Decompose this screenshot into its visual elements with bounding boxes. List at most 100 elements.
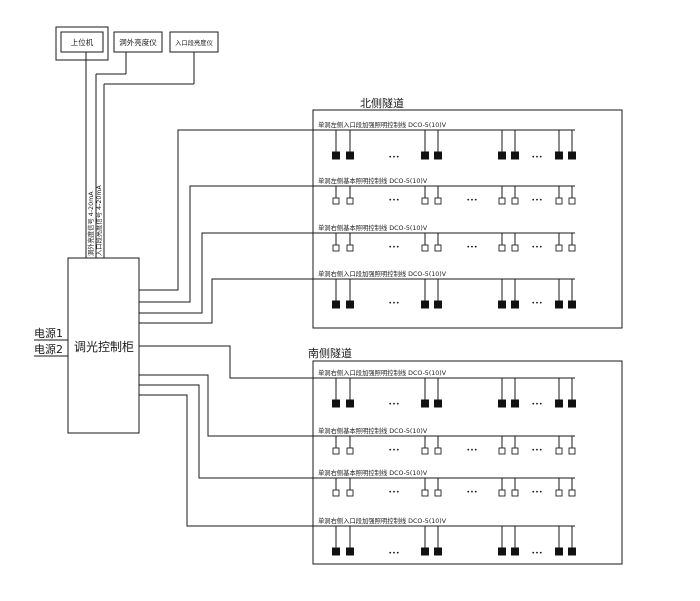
- ellipsis-left: •••: [388, 197, 399, 204]
- enhanced-lamp-icon: [332, 151, 340, 160]
- ellipsis-mid: •••: [466, 489, 477, 496]
- ellipsis-mid: •••: [466, 244, 477, 251]
- basic-lamp-icon: [346, 447, 354, 455]
- enhanced-lamp-icon: [511, 300, 519, 309]
- controller-label: 调光控制柜: [74, 340, 134, 354]
- basic-lamp-icon: [568, 197, 576, 205]
- outside-meter-label: 洞外亮度仪: [119, 37, 157, 47]
- entrance-meter-label: 入口段亮度仪: [175, 38, 213, 47]
- line-label: 单洞右侧基本照明控制线 DCO-5(10)V: [318, 223, 428, 232]
- line-label: 单洞右侧基本照明控制线 DCO-5(10)V: [318, 468, 428, 477]
- enhanced-lamp-icon: [332, 547, 340, 556]
- enhanced-lamp-icon: [421, 151, 429, 160]
- south-line-1: 单洞右侧入口段加强照明控制线 DCO-5(10)V ••• •••: [313, 368, 576, 408]
- outside-signal-label: 洞外亮度信号 4-20mA: [86, 191, 95, 256]
- enhanced-lamp-icon: [555, 399, 563, 408]
- south-line-2: 单洞右侧基本照明控制线 DCO-5(10)V ••• ••• •••: [313, 426, 576, 455]
- enhanced-lamp-icon: [568, 151, 576, 160]
- entrance-signal-label: 入口段亮度信号 4-20mA: [94, 184, 103, 256]
- host-label: 上位机: [71, 37, 94, 47]
- south-line-4: 单洞右侧入口段加强照明控制线 DCO-5(10)V ••• •••: [313, 516, 576, 557]
- basic-lamp-icon: [434, 447, 442, 455]
- enhanced-lamp-icon: [498, 300, 506, 309]
- enhanced-lamp-icon: [434, 399, 442, 408]
- enhanced-lamp-icon: [568, 399, 576, 408]
- basic-lamp-icon: [511, 244, 519, 252]
- ellipsis-left: •••: [388, 300, 399, 307]
- basic-lamp-icon: [511, 447, 519, 455]
- enhanced-lamp-icon: [568, 300, 576, 309]
- power-source-2: 电源2: [34, 342, 63, 356]
- ellipsis-right: •••: [531, 244, 542, 251]
- ellipsis-right: •••: [531, 550, 542, 557]
- basic-lamp-icon: [511, 197, 519, 205]
- north-tunnel-title: 北侧隧道: [360, 96, 404, 110]
- enhanced-lamp-icon: [555, 547, 563, 556]
- basic-lamp-icon: [434, 197, 442, 205]
- enhanced-lamp-icon: [498, 547, 506, 556]
- line-label: 单洞右侧入口段加强照明控制线 DCO-5(10)V: [318, 516, 447, 525]
- basic-lamp-icon: [498, 244, 506, 252]
- north-line-2: 单洞左侧基本照明控制线 DCO-5(10)V ••• ••• •••: [313, 176, 576, 205]
- basic-lamp-icon: [498, 197, 506, 205]
- south-line-3: 单洞右侧基本照明控制线 DCO-5(10)V ••• ••• •••: [313, 468, 576, 497]
- south-tunnel-title: 南侧隧道: [308, 346, 352, 360]
- power-source-1: 电源1: [34, 326, 63, 340]
- power-inputs: 电源1 电源2: [34, 326, 68, 357]
- line-label: 单洞右侧入口段加强照明控制线 DCO-5(10)V: [318, 368, 447, 377]
- north-line-1: 单洞左侧入口段加强照明控制线 DCO-5(10)V ••• •••: [313, 120, 576, 161]
- north-line-4: 单洞右侧入口段加强照明控制线 DCO-5(10)V ••• •••: [313, 269, 576, 309]
- ellipsis-left: •••: [388, 489, 399, 496]
- ellipsis-mid: •••: [466, 197, 477, 204]
- entrance-luminance-meter: 入口段亮度仪: [169, 31, 219, 53]
- ellipsis-left: •••: [388, 244, 399, 251]
- enhanced-lamp-icon: [434, 547, 442, 556]
- ellipsis-right: •••: [531, 401, 542, 408]
- basic-lamp-icon: [555, 197, 563, 205]
- basic-lamp-icon: [332, 244, 340, 252]
- enhanced-lamp-icon: [332, 300, 340, 309]
- enhanced-lamp-icon: [498, 151, 506, 160]
- basic-lamp-icon: [555, 489, 563, 497]
- enhanced-lamp-icon: [511, 151, 519, 160]
- basic-lamp-icon: [421, 447, 429, 455]
- enhanced-lamp-icon: [332, 399, 340, 408]
- ellipsis-left: •••: [388, 154, 399, 161]
- line-label: 单洞右侧入口段加强照明控制线 DCO-5(10)V: [318, 269, 447, 278]
- basic-lamp-icon: [434, 489, 442, 497]
- dimming-controller: 调光控制柜: [67, 257, 140, 434]
- enhanced-lamp-icon: [568, 547, 576, 556]
- enhanced-lamp-icon: [434, 151, 442, 160]
- enhanced-lamp-icon: [434, 300, 442, 309]
- basic-lamp-icon: [332, 197, 340, 205]
- north-feeders: [139, 129, 313, 324]
- outside-luminance-meter: 洞外亮度仪: [113, 31, 163, 53]
- line-label: 单洞右侧基本照明控制线 DCO-5(10)V: [318, 426, 428, 435]
- basic-lamp-icon: [346, 244, 354, 252]
- south-tunnel-frame: [312, 360, 623, 565]
- basic-lamp-icon: [498, 489, 506, 497]
- line-label: 单洞左侧入口段加强照明控制线 DCO-5(10)V: [318, 120, 447, 129]
- basic-lamp-icon: [568, 447, 576, 455]
- signal-wires: [85, 52, 195, 258]
- basic-lamp-icon: [511, 489, 519, 497]
- ellipsis-right: •••: [531, 154, 542, 161]
- ellipsis-right: •••: [531, 447, 542, 454]
- ellipsis-left: •••: [388, 401, 399, 408]
- basic-lamp-icon: [421, 197, 429, 205]
- ellipsis-right: •••: [531, 197, 542, 204]
- enhanced-lamp-icon: [421, 300, 429, 309]
- ellipsis-left: •••: [388, 550, 399, 557]
- north-line-3: 单洞右侧基本照明控制线 DCO-5(10)V ••• ••• •••: [313, 223, 576, 252]
- line-label: 单洞左侧基本照明控制线 DCO-5(10)V: [318, 176, 428, 185]
- north-tunnel-frame: [312, 109, 623, 329]
- enhanced-lamp-icon: [346, 547, 354, 556]
- enhanced-lamp-icon: [346, 151, 354, 160]
- enhanced-lamp-icon: [421, 399, 429, 408]
- basic-lamp-icon: [332, 447, 340, 455]
- enhanced-lamp-icon: [555, 300, 563, 309]
- enhanced-lamp-icon: [555, 151, 563, 160]
- basic-lamp-icon: [568, 489, 576, 497]
- basic-lamp-icon: [555, 447, 563, 455]
